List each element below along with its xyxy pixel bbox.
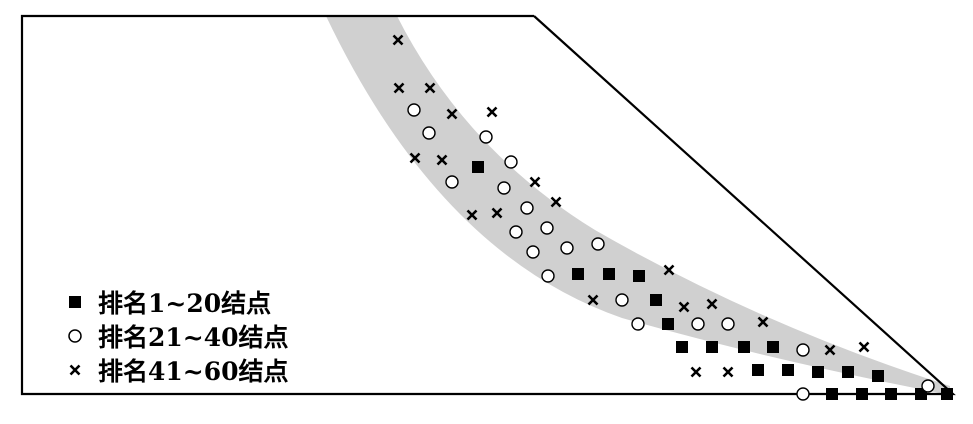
hollow-circle-point [921,379,935,393]
legend: 排名1~20结点 排名21~40结点 排名41~60结点 [62,285,289,387]
cross-point [392,34,404,46]
filled-square-point [872,370,884,382]
filled-square-point [472,161,484,173]
filled-square-point [676,341,688,353]
legend-item-rank-1-20: 排名1~20结点 [62,285,289,319]
legend-item-rank-41-60: 排名41~60结点 [62,353,289,387]
hollow-circle-point [540,221,554,235]
cross-point [529,176,541,188]
filled-square-icon [69,296,81,308]
hollow-circle-point [520,201,534,215]
filled-square-point [650,294,662,306]
cross-point [663,264,675,276]
filled-square-point [633,270,645,282]
data-markers [392,34,953,401]
cross-point [824,344,836,356]
hollow-circle-point [631,317,645,331]
filled-square-point [885,388,897,400]
hollow-circle-point [721,317,735,331]
cross-point [491,207,503,219]
filled-square-point [767,341,779,353]
filled-square-point [572,268,584,280]
cross-point [409,152,421,164]
hollow-circle-point [560,241,574,255]
cross-point [678,301,690,313]
filled-square-point [782,364,794,376]
hollow-circle-point [479,130,493,144]
cross-point [858,341,870,353]
filled-square-point [812,366,824,378]
hollow-circle-point [407,103,421,117]
filled-square-point [603,268,615,280]
hollow-circle-point [591,237,605,251]
cross-point [486,106,498,118]
hollow-circle-point [615,293,629,307]
hollow-circle-point [691,317,705,331]
filled-square-point [842,366,854,378]
cross-point [706,298,718,310]
filled-square-point [826,388,838,400]
filled-square-point [662,318,674,330]
cross-icon [69,364,81,376]
cross-point [550,196,562,208]
filled-square-point [856,388,868,400]
filled-square-point [706,341,718,353]
hollow-circle-point [796,343,810,357]
filled-square-point [752,364,764,376]
hollow-circle-point [796,387,810,401]
cross-point [757,316,769,328]
filled-square-point [941,388,953,400]
hollow-circle-point [526,245,540,259]
cross-point [466,209,478,221]
hollow-circle-point [541,269,555,283]
cross-point [436,154,448,166]
legend-label: 排名1~20结点 [98,289,272,318]
hollow-circle-point [445,175,459,189]
hollow-circle-point [497,181,511,195]
legend-label: 排名41~60结点 [98,357,289,386]
cross-point [446,108,458,120]
hollow-circle-icon [68,329,82,343]
cross-point [393,82,405,94]
cross-point [587,294,599,306]
legend-item-rank-21-40: 排名21~40结点 [62,319,289,353]
legend-label: 排名21~40结点 [98,323,289,352]
gray-band [326,16,950,395]
cross-point [722,366,734,378]
cross-point [690,366,702,378]
filled-square-point [738,341,750,353]
hollow-circle-point [422,126,436,140]
trapezoid-outline [20,14,956,396]
cross-point [424,82,436,94]
hollow-circle-point [504,155,518,169]
hollow-circle-point [509,225,523,239]
